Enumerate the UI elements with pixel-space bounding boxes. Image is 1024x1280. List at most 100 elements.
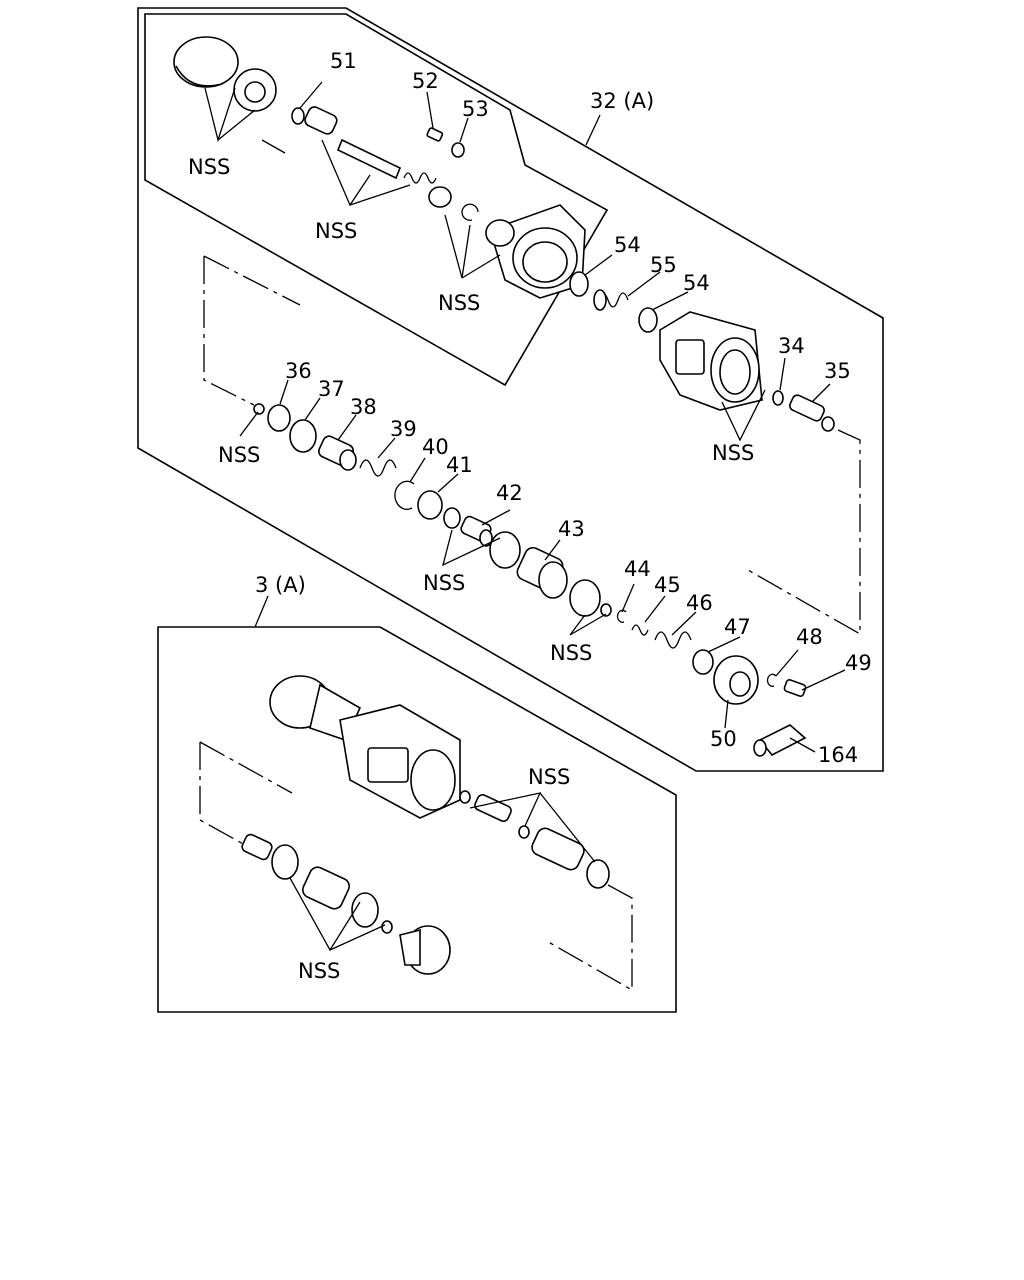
piston-38 — [318, 435, 357, 471]
phantom-line — [199, 742, 246, 846]
callout-41: 41 — [446, 453, 473, 477]
leader-line — [621, 583, 635, 613]
piston-43 — [516, 546, 568, 599]
callout-39: 39 — [390, 417, 417, 441]
leader-line — [707, 636, 741, 653]
washer-47 — [692, 649, 714, 675]
washer-53 — [451, 142, 465, 158]
sub-o-ring-left — [271, 844, 299, 880]
spring-45 — [631, 624, 649, 636]
leader-line — [584, 254, 613, 276]
callout-38: 38 — [350, 395, 377, 419]
small-bolt-52 — [426, 127, 444, 142]
sub-valve-housing — [339, 704, 461, 819]
callout-50: 50 — [710, 727, 737, 751]
callout-164: 164 — [818, 743, 858, 767]
snap-ring-top — [461, 203, 479, 221]
clip-48 — [766, 673, 777, 687]
callout-53: 53 — [462, 97, 489, 121]
callout-47: 47 — [724, 615, 751, 639]
callout-45: 45 — [654, 573, 681, 597]
leader-line — [349, 184, 411, 206]
leader-line — [644, 595, 666, 623]
leader-line — [239, 411, 259, 437]
phantom-line — [203, 256, 255, 406]
spring-small-top — [403, 172, 437, 184]
assembly-label-3a: 3 (A) — [255, 573, 306, 597]
piston-42 — [460, 515, 493, 547]
o-ring-43 — [569, 579, 601, 617]
sub-piston-right — [531, 827, 585, 871]
leader-line — [627, 271, 661, 297]
grease-tube-164 — [753, 724, 807, 757]
sub-o-ring-right — [586, 859, 610, 889]
piston-cap — [233, 68, 277, 112]
spring-55 — [593, 289, 629, 311]
callout-54a: 54 — [614, 233, 641, 257]
seal-41 — [417, 490, 443, 520]
leader-line — [444, 214, 471, 279]
leader-line — [409, 457, 426, 483]
o-ring-nss — [443, 507, 461, 529]
o-ring-small-43 — [600, 603, 612, 617]
callout-35: 35 — [824, 359, 851, 383]
leader-line — [775, 649, 799, 677]
leader-line — [437, 473, 459, 493]
callout-36: 36 — [285, 359, 312, 383]
nss-label: NSS — [528, 765, 570, 789]
push-rod-51 — [291, 106, 402, 180]
valve-plug-35 — [789, 394, 835, 432]
cover-50 — [713, 655, 759, 705]
leader-line — [721, 389, 766, 442]
leader-line — [299, 81, 323, 109]
boot-cover — [173, 36, 239, 88]
sub-o-ring-2 — [518, 825, 530, 839]
leader-line — [651, 291, 689, 311]
callout-55: 55 — [650, 253, 677, 277]
sub-o-ring — [459, 790, 471, 804]
bolt-49 — [783, 678, 807, 698]
callout-54b: 54 — [683, 271, 710, 295]
leader-line — [426, 91, 434, 129]
phantom-line — [203, 255, 301, 306]
sub-valve-plug — [474, 793, 512, 823]
nss-label: NSS — [423, 571, 465, 595]
nss-label: NSS — [218, 443, 260, 467]
clip-44 — [616, 609, 627, 623]
seal-ring-54b — [638, 307, 658, 333]
leader-line — [789, 737, 816, 753]
leader-line — [585, 114, 601, 146]
main-assembly-frame — [137, 7, 884, 772]
sub-piston-center — [302, 866, 350, 910]
callout-40: 40 — [422, 435, 449, 459]
leader-line — [254, 595, 269, 628]
inner-subassembly-frame — [144, 13, 609, 387]
piston-small — [428, 186, 452, 208]
callout-48: 48 — [796, 625, 823, 649]
cylinder-housing-top — [485, 204, 586, 299]
leader-line — [329, 924, 386, 951]
callout-43: 43 — [558, 517, 585, 541]
phantom-line — [544, 884, 633, 992]
callout-42: 42 — [496, 481, 523, 505]
leader-line — [442, 529, 501, 567]
sub-o-ring-center — [351, 892, 379, 928]
nss-label: NSS — [298, 959, 340, 983]
sub-cover — [399, 925, 451, 975]
leader-line — [459, 117, 469, 143]
leader-line — [337, 414, 357, 441]
sub-assembly-frame — [157, 626, 677, 1013]
nss-label: NSS — [550, 641, 592, 665]
o-ring-37 — [289, 419, 317, 453]
seal-36 — [267, 404, 291, 432]
nss-label: NSS — [712, 441, 754, 465]
leader-line — [724, 699, 729, 729]
callout-51: 51 — [330, 49, 357, 73]
sub-o-ring-small — [381, 920, 393, 934]
leader-line — [279, 379, 289, 405]
leader-line — [217, 109, 256, 141]
o-ring-34 — [772, 390, 784, 406]
callout-49: 49 — [845, 651, 872, 675]
leader-line — [569, 613, 607, 636]
